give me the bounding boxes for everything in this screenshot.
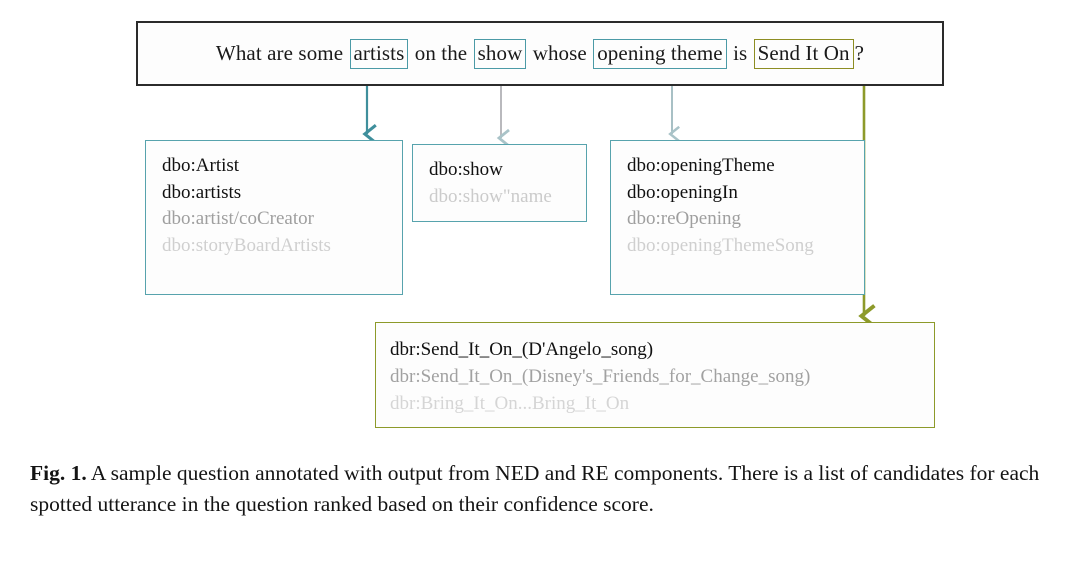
- candidate-box-opening-theme: dbo:openingTheme dbo:openingIn dbo:reOpe…: [610, 140, 865, 295]
- candidate-box-send-it-on: dbr:Send_It_On_(D'Angelo_song) dbr:Send_…: [375, 322, 935, 428]
- candidate-item[interactable]: dbo:artist/coCreator: [162, 208, 314, 230]
- candidate-item[interactable]: dbr:Bring_It_On...Bring_It_On: [390, 392, 630, 414]
- candidate-item[interactable]: dbo:reOpening: [627, 208, 741, 230]
- spotted-utterance-send-it-on[interactable]: Send It On: [753, 38, 854, 69]
- candidate-box-artists: dbo:Artist dbo:artists dbo:artist/coCrea…: [145, 140, 403, 295]
- candidate-item[interactable]: dbo:show"name: [429, 185, 552, 207]
- caption-text: A sample question annotated with output …: [30, 461, 1040, 516]
- spotted-utterance-artists[interactable]: artists: [349, 38, 409, 69]
- spotted-utterance-show[interactable]: show: [473, 38, 527, 69]
- question-filler-1: on the: [409, 41, 473, 65]
- question-prefix: What are some: [215, 41, 349, 65]
- caption-label: Fig. 1.: [30, 461, 87, 485]
- candidate-item[interactable]: dbr:Send_It_On_(D'Angelo_song): [390, 339, 654, 360]
- candidate-item[interactable]: dbo:openingTheme: [627, 155, 775, 176]
- question-suffix: ?: [854, 41, 865, 65]
- candidate-item[interactable]: dbo:artists: [162, 181, 242, 203]
- question-filler-2: whose: [527, 41, 593, 65]
- candidate-item[interactable]: dbo:openingIn: [627, 181, 738, 203]
- candidate-item[interactable]: dbo:openingThemeSong: [627, 234, 814, 256]
- question-filler-3: is: [727, 41, 753, 65]
- candidate-item[interactable]: dbr:Send_It_On_(Disney's_Friends_for_Cha…: [390, 365, 811, 387]
- candidate-item[interactable]: dbo:show: [429, 159, 503, 180]
- question-box: What are some artists on the show whose …: [136, 21, 944, 86]
- spotted-utterance-opening-theme[interactable]: opening theme: [593, 38, 727, 69]
- candidate-box-show: dbo:show dbo:show"name: [412, 144, 587, 222]
- figure-caption: Fig. 1. A sample question annotated with…: [30, 458, 1055, 519]
- candidate-item[interactable]: dbo:Artist: [162, 155, 240, 176]
- candidate-item[interactable]: dbo:storyBoardArtists: [162, 234, 331, 256]
- question-text: What are some artists on the show whose …: [138, 23, 942, 84]
